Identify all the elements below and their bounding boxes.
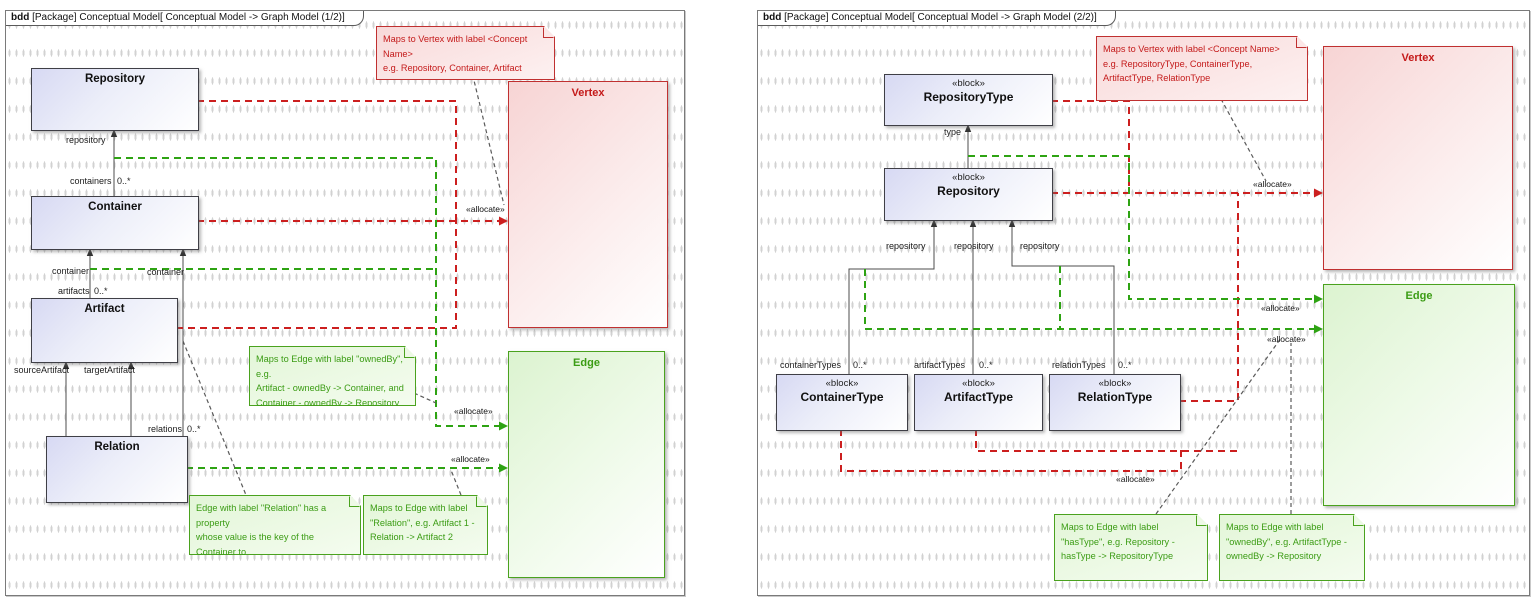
multiplicity-relationtypes: 0..* <box>1118 360 1132 370</box>
block-repositorytype[interactable]: «block» RepositoryType <box>884 74 1053 126</box>
edge-node[interactable]: Edge <box>1323 284 1515 506</box>
note-ownedby-mapping[interactable]: Maps to Edge with label "ownedBy", e.g. … <box>1219 514 1365 581</box>
role-label-repository-1: repository <box>886 241 926 251</box>
diagram-title: [Package] Conceptual Model[ Conceptual M… <box>781 12 1097 23</box>
class-name: Relation <box>94 441 140 453</box>
allocate-label-vertex: «allocate» <box>1253 179 1292 189</box>
edge-node[interactable]: Edge <box>508 351 665 578</box>
role-label-relations: relations <box>148 424 183 434</box>
note-vertex-mapping[interactable]: Maps to Vertex with label <Concept Name>… <box>1096 36 1308 101</box>
note-hastype-mapping[interactable]: Maps to Edge with label "hasType", e.g. … <box>1054 514 1208 581</box>
note-vertex-mapping[interactable]: Maps to Vertex with label <Concept Name>… <box>376 26 555 80</box>
vertex-node[interactable]: Vertex <box>1323 46 1513 270</box>
block-artifacttype[interactable]: «block» ArtifactType <box>914 374 1043 431</box>
note-fold-corner <box>1296 37 1307 48</box>
multiplicity-containertypes: 0..* <box>853 360 867 370</box>
allocate-label-edge-hastype: «allocate» <box>1261 303 1300 313</box>
role-label-repository-3: repository <box>1020 241 1060 251</box>
role-label-targetartifact: targetArtifact <box>84 365 136 375</box>
vertex-title: Vertex <box>1401 52 1435 64</box>
class-relation[interactable]: Relation <box>46 436 188 503</box>
class-name: Repository <box>84 73 146 85</box>
note-text: Maps to Vertex with label <Concept Name>… <box>383 34 528 74</box>
note-relation-mapping[interactable]: Maps to Edge with label "Relation", e.g.… <box>363 495 488 555</box>
diagram-kind-label: bdd <box>11 12 30 23</box>
class-artifact[interactable]: Artifact <box>31 298 178 363</box>
note-ownedby-mapping[interactable]: Maps to Edge with label "ownedBy", e.g. … <box>249 346 416 406</box>
block-stereotype: «block» <box>952 172 985 183</box>
allocate-label-edge-ownedby: «allocate» <box>1267 334 1306 344</box>
note-text: Maps to Vertex with label <Concept Name>… <box>1103 44 1280 84</box>
role-label-artifacts: artifacts <box>58 286 90 296</box>
block-name: ArtifactType <box>943 390 1014 404</box>
vertex-title: Vertex <box>571 87 605 99</box>
multiplicity-relations: 0..* <box>187 424 201 434</box>
block-stereotype: «block» <box>825 378 859 389</box>
note-text: Maps to Edge with label "hasType", e.g. … <box>1061 522 1175 562</box>
block-name: Repository <box>937 184 1000 198</box>
block-containertype[interactable]: «block» ContainerType <box>776 374 908 431</box>
role-label-repository-2: repository <box>954 241 994 251</box>
block-name: RepositoryType <box>923 90 1014 104</box>
vertex-node[interactable]: Vertex <box>508 81 668 328</box>
multiplicity-artifacts: 0..* <box>94 286 108 296</box>
note-text: Maps to Edge with label "ownedBy", e.g. … <box>1226 522 1347 562</box>
role-label-container-left: container <box>52 266 90 276</box>
allocate-label-vertex: «allocate» <box>466 204 505 214</box>
role-label-artifacttypes: artifactTypes <box>914 360 966 370</box>
diagram2-header-tab: bdd [Package] Conceptual Model[ Conceptu… <box>758 11 1116 26</box>
block-name: ContainerType <box>800 390 884 404</box>
block-stereotype: «block» <box>962 378 995 389</box>
role-label-containers: containers <box>70 176 112 186</box>
edge-title: Edge <box>1405 290 1433 302</box>
class-container[interactable]: Container <box>31 196 199 250</box>
note-fold-corner <box>1353 515 1364 526</box>
multiplicity-containers: 0..* <box>117 176 131 186</box>
role-label-relationtypes: relationTypes <box>1052 360 1106 370</box>
block-stereotype: «block» <box>1098 378 1132 389</box>
class-name: Artifact <box>84 303 125 315</box>
class-repository[interactable]: Repository <box>31 68 199 131</box>
role-label-container-right: container <box>147 267 185 277</box>
role-label-containertypes: containerTypes <box>780 360 842 370</box>
multiplicity-artifacttypes: 0..* <box>979 360 993 370</box>
edge-title: Edge <box>573 357 600 369</box>
note-fold-corner <box>349 496 360 507</box>
block-stereotype: «block» <box>952 78 985 89</box>
role-label-sourceartifact: sourceArtifact <box>14 365 70 375</box>
allocate-label-types-vertex: «allocate» <box>1116 474 1155 484</box>
diagram1-header-tab: bdd [Package] Conceptual Model[ Conceptu… <box>6 11 364 26</box>
diagram-frame-1: bdd [Package] Conceptual Model[ Conceptu… <box>5 10 685 596</box>
note-relation-property[interactable]: Edge with label "Relation" has a propert… <box>189 495 361 555</box>
allocate-label-edge-relation: «allocate» <box>451 454 490 464</box>
diagram-kind-label: bdd <box>763 12 782 23</box>
note-fold-corner <box>1196 515 1207 526</box>
block-repository[interactable]: «block» Repository <box>884 168 1053 221</box>
allocate-label-edge-ownedby: «allocate» <box>454 406 493 416</box>
role-label-type: type <box>944 127 962 137</box>
class-name: Container <box>88 201 142 213</box>
role-label-repository: repository <box>66 135 106 145</box>
diagram-frame-2: bdd [Package] Conceptual Model[ Conceptu… <box>757 10 1530 596</box>
note-fold-corner <box>543 27 554 38</box>
note-text: Maps to Edge with label "ownedBy", e.g. … <box>256 354 404 409</box>
note-text: Maps to Edge with label "Relation", e.g.… <box>370 503 475 543</box>
block-relationtype[interactable]: «block» RelationType <box>1049 374 1181 431</box>
note-fold-corner <box>476 496 487 507</box>
diagram-title: [Package] Conceptual Model[ Conceptual M… <box>29 12 345 23</box>
block-name: RelationType <box>1077 390 1153 404</box>
